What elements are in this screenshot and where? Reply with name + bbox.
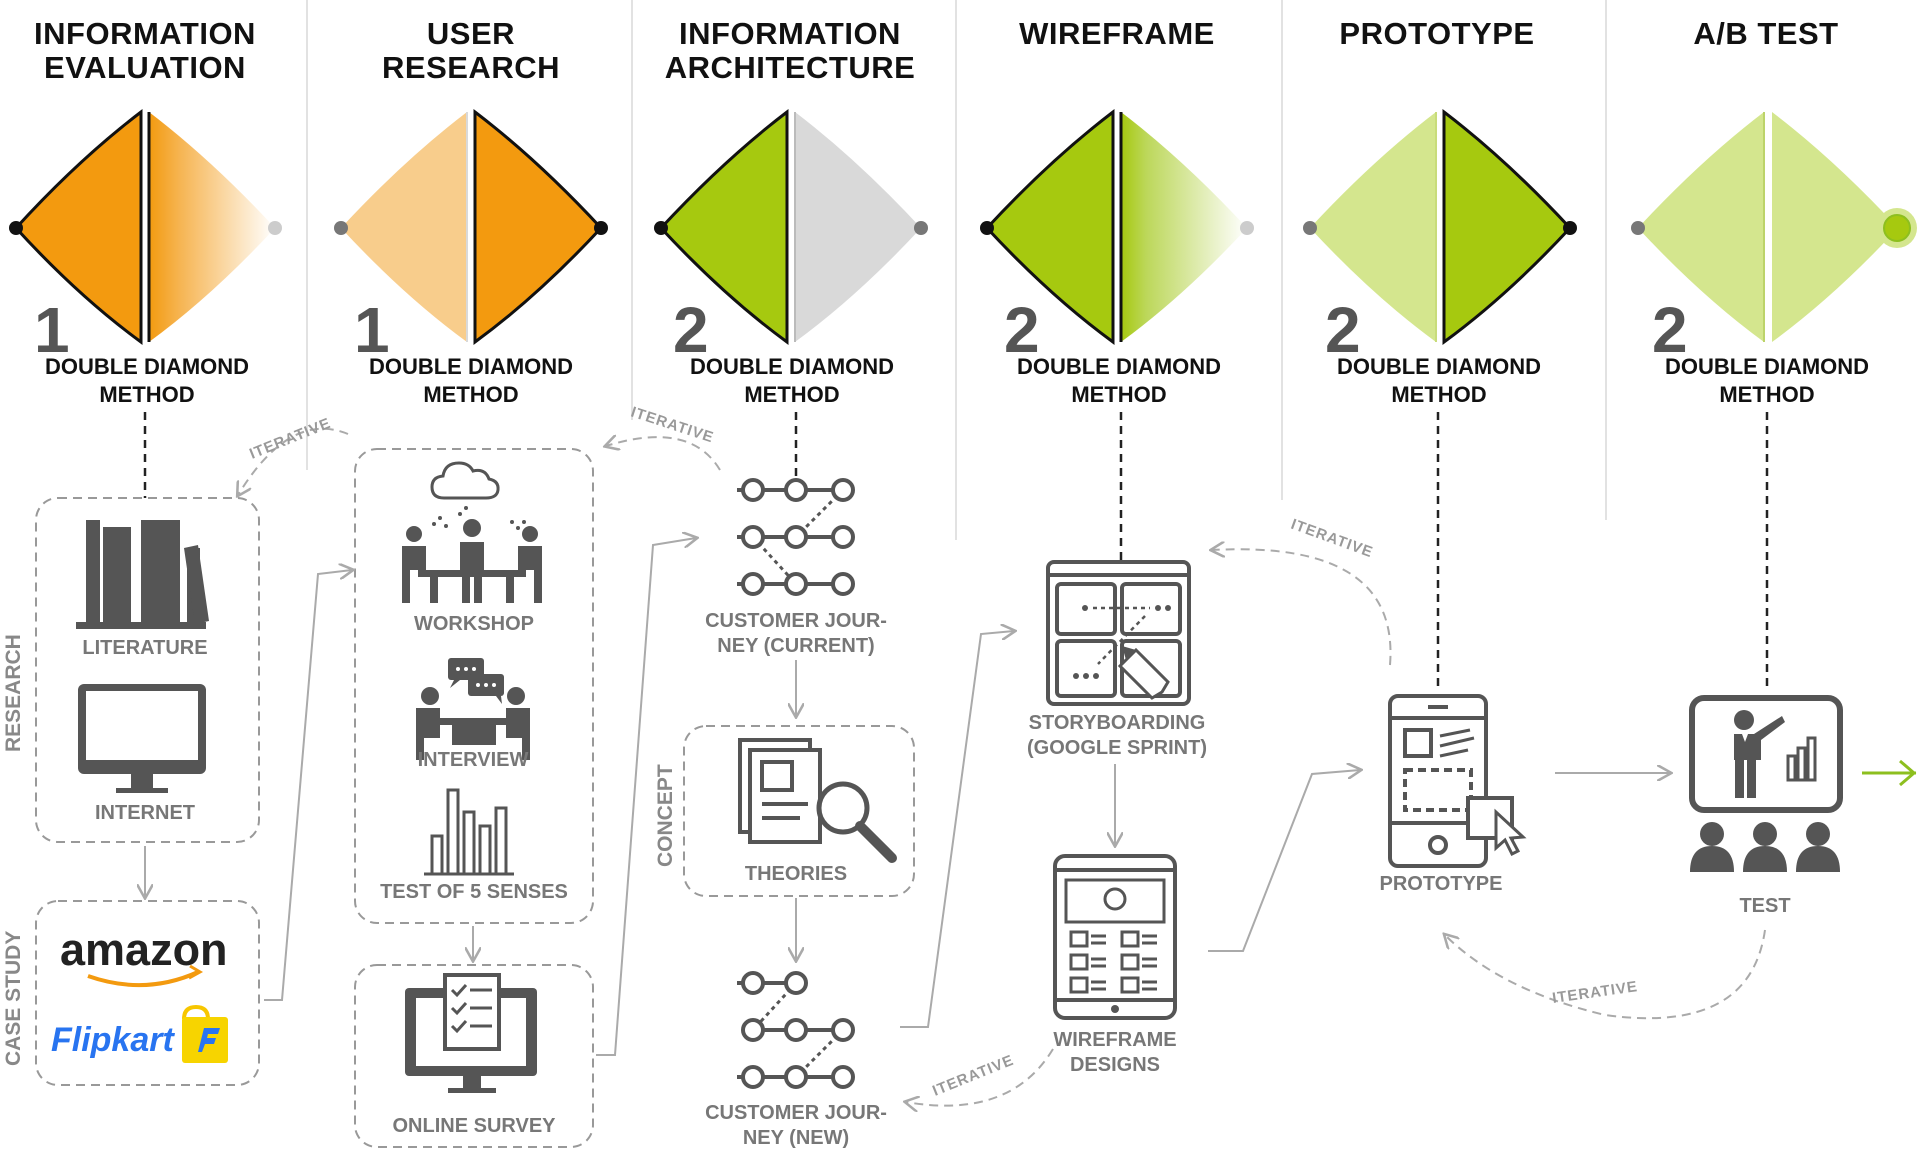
journey-new-icon <box>737 971 855 1089</box>
step-number-2: 2 <box>1652 294 1688 366</box>
diamond-ab-test <box>1631 112 1917 342</box>
diamond-information-evaluation <box>9 108 282 345</box>
customer-journey-new-label: CUSTOMER JOUR-NEY (NEW) <box>705 1102 887 1149</box>
workshop-cloud-icon <box>430 461 500 500</box>
theories-box <box>683 725 915 897</box>
prototype-phone-icon <box>1388 694 1527 868</box>
diamond-information-architecture <box>654 108 928 345</box>
iterative-label: ITERATIVE <box>629 404 716 447</box>
side-label-research: RESEARCH <box>2 634 25 752</box>
online-survey-box <box>354 964 594 1148</box>
journey-current-icon <box>737 478 855 596</box>
iterative-label: ITERATIVE <box>1551 978 1639 1007</box>
presentation-test-icon <box>1689 695 1843 872</box>
literature-label: LITERATURE <box>82 637 207 659</box>
prototype-label: PROTOTYPE <box>1380 873 1503 895</box>
amazon-arrow-icon <box>188 964 204 980</box>
workshop-label: WORKSHOP <box>414 613 534 635</box>
flow-connectors <box>145 538 1917 1056</box>
online-survey-icon <box>405 973 537 1093</box>
customer-journey-current-label: CUSTOMER JOUR-NEY (CURRENT) <box>705 610 887 657</box>
internet-label: INTERNET <box>95 802 195 824</box>
column-title-prototype: PROTOTYPE <box>1339 16 1534 51</box>
amazon-smile-icon <box>87 970 199 988</box>
test-of-5-senses-label: TEST OF 5 SENSES <box>380 881 568 903</box>
monitor-icon <box>78 684 206 793</box>
column-title-ab-test: A/B TEST <box>1693 16 1838 51</box>
theories-icon <box>738 738 897 863</box>
theories-label: THEORIES <box>745 863 847 885</box>
diamond-wireframe <box>980 108 1254 345</box>
diamond-user-research <box>334 108 608 345</box>
user-research-box <box>354 448 594 924</box>
column-separators <box>306 0 1607 540</box>
step-number-1: 1 <box>354 294 390 366</box>
storyboard-icon <box>1046 560 1191 706</box>
step-number-1: 1 <box>34 294 70 366</box>
interview-label: INTERVIEW <box>418 749 529 771</box>
continue-arrow-head <box>1899 759 1917 787</box>
step-number-2: 2 <box>673 294 709 366</box>
flipkart-bag-icon <box>182 1004 228 1063</box>
side-label-concept: CONCEPT <box>654 764 677 867</box>
flipkart-logo: Flipkart <box>51 1021 175 1059</box>
books-icon <box>76 520 209 629</box>
workshop-people-icon <box>402 506 542 603</box>
interview-icon <box>416 658 530 760</box>
research-box <box>35 497 260 843</box>
wireframe-tablet-icon <box>1053 854 1177 1020</box>
step-number-2: 2 <box>1004 294 1040 366</box>
step-number-2: 2 <box>1325 294 1361 366</box>
test-label: TEST <box>1739 895 1790 917</box>
iterative-arcs <box>238 427 1766 1106</box>
storyboarding-label: STORYBOARDING(GOOGLE SPRINT) <box>1027 712 1207 759</box>
amazon-logo: amazon <box>60 924 228 975</box>
column-title-wireframe: WIREFRAME <box>1019 16 1215 51</box>
side-label-case-study: CASE STUDY <box>2 931 25 1066</box>
iterative-label: ITERATIVE <box>247 415 333 463</box>
online-survey-label: ONLINE SURVEY <box>393 1115 557 1137</box>
vertical-dashed-connectors <box>143 412 1769 690</box>
iterative-label: ITERATIVE <box>930 1052 1016 1100</box>
diamond-prototype <box>1303 108 1577 345</box>
bar-chart-icon <box>424 788 514 876</box>
